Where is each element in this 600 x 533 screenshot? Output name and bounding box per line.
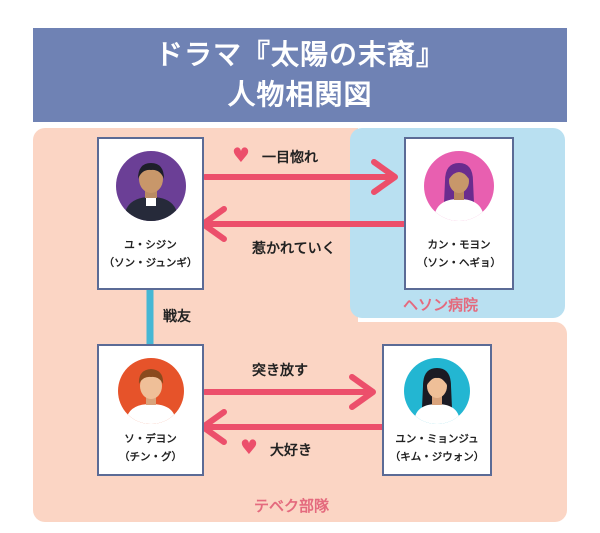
title-line-1: ドラマ『太陽の末裔』 <box>154 38 445 71</box>
avatar-seo <box>117 358 184 424</box>
label-kang-to-yoo: 惹かれていく <box>252 241 336 257</box>
arrow-seo-to-yoon <box>202 374 376 410</box>
character-actor-seo: （チン・グ） <box>119 451 182 463</box>
group-label-unit: テベク部隊 <box>254 497 330 515</box>
label-yoo-to-kang: 一目惚れ <box>262 150 318 166</box>
avatar-yoon <box>404 358 470 424</box>
character-actor-yoo: （ソン・ジュンギ） <box>103 257 198 269</box>
arrow-kang-to-yoo <box>200 206 407 242</box>
character-name-seo: ソ・デヨン <box>124 433 177 445</box>
character-name-kang: カン・モヨン <box>427 239 491 251</box>
label-seo-to-yoon: 突き放す <box>252 363 308 379</box>
avatar-kang <box>424 151 494 221</box>
label-yoon-to-seo: 大好き <box>270 443 312 459</box>
group-label-hospital: ヘソン病院 <box>403 296 479 314</box>
character-actor-yoon: （キム・ジウォン） <box>389 451 485 463</box>
character-card-kang: カン・モヨン （ソン・ヘギョ） <box>404 137 514 290</box>
heart-icon: ♥ <box>240 435 258 459</box>
label-yoo-seo: 戦友 <box>163 309 191 325</box>
character-card-yoon: ユン・ミョンジュ （キム・ジウォン） <box>382 344 492 476</box>
heart-icon: ♥ <box>232 143 250 167</box>
arrow-yoo-to-kang <box>202 159 398 195</box>
character-card-yoo: ユ・シジン （ソン・ジュンギ） <box>97 137 204 290</box>
title-banner: ドラマ『太陽の末裔』 人物相関図 <box>33 28 567 122</box>
avatar-yoo <box>115 151 186 221</box>
character-card-seo: ソ・デヨン （チン・グ） <box>97 344 204 476</box>
character-actor-kang: （ソン・ヘギョ） <box>417 257 501 269</box>
character-name-yoo: ユ・シジン <box>124 239 177 251</box>
character-name-yoon: ユン・ミョンジュ <box>395 433 479 445</box>
title-line-2: 人物相関図 <box>227 78 373 111</box>
arrow-yoon-to-seo <box>200 409 385 445</box>
